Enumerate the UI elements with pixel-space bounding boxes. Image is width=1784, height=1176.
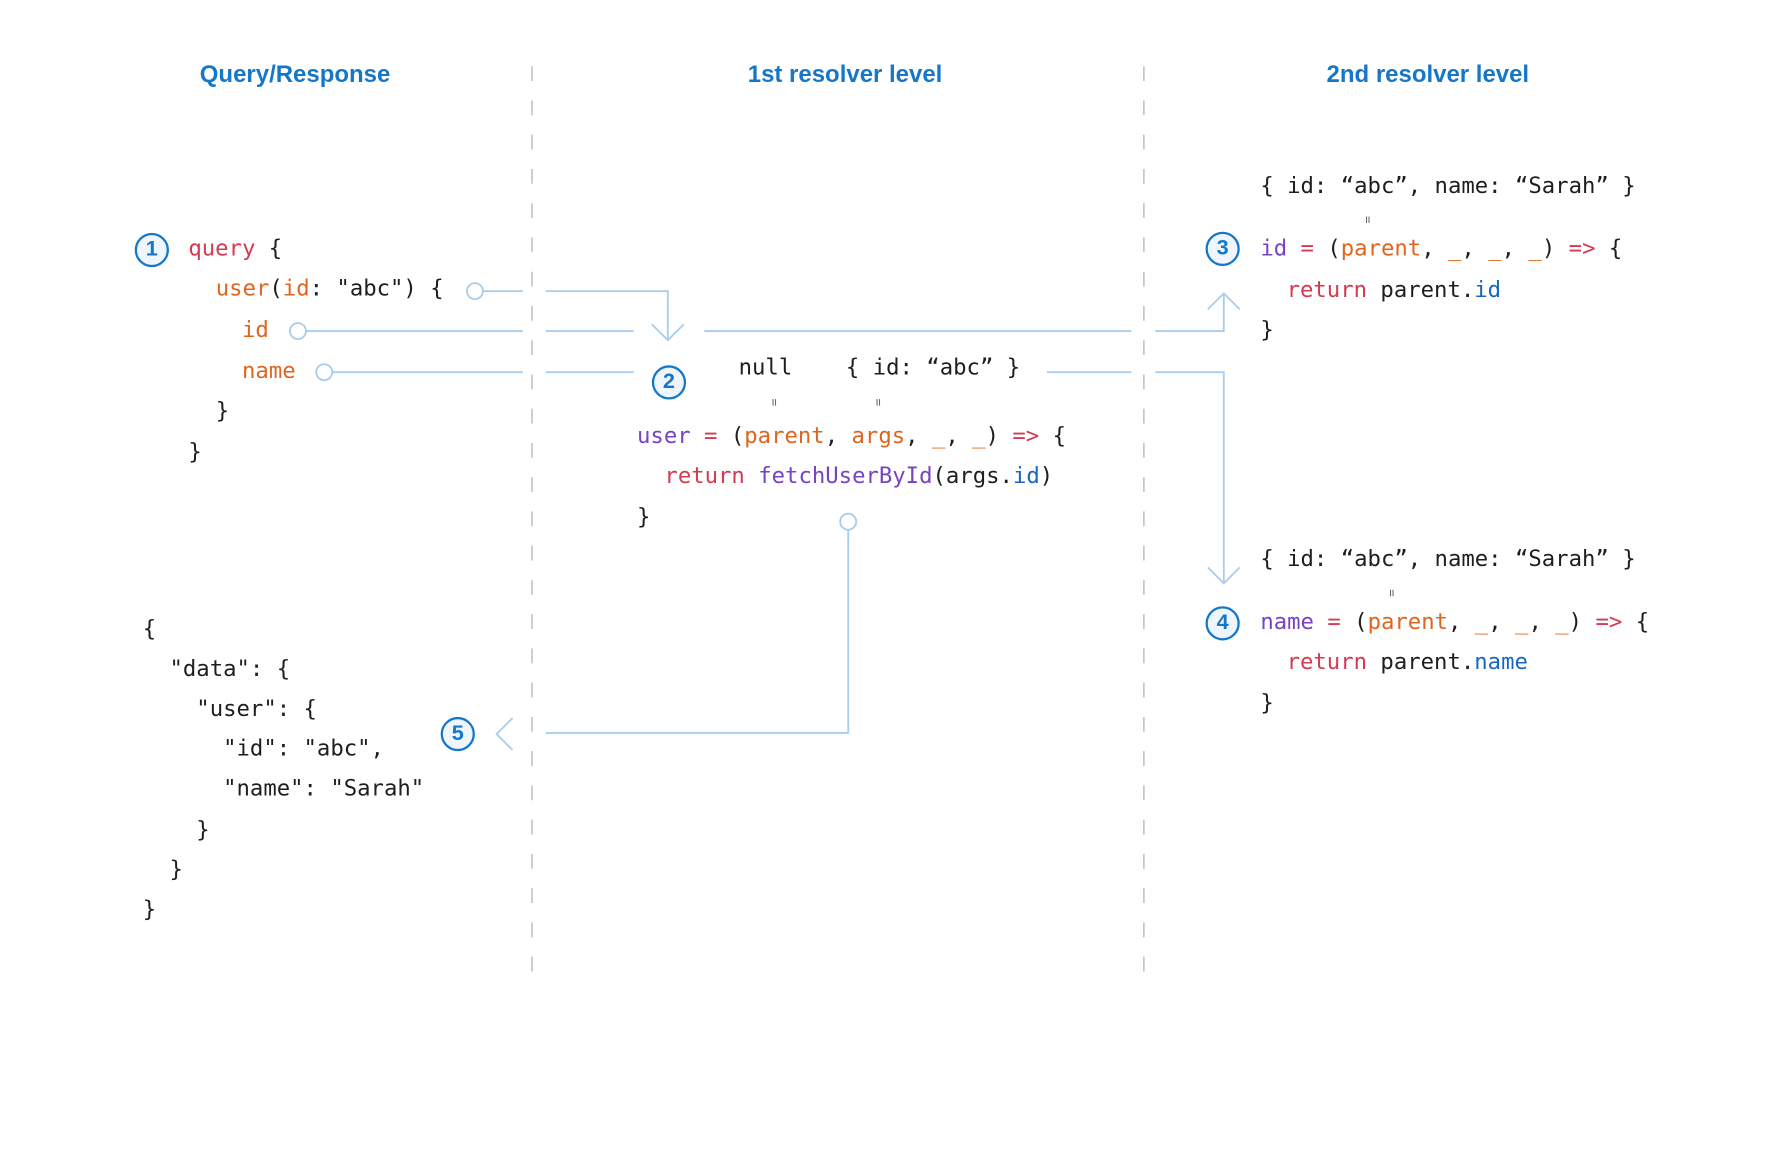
- resolver-id-var: id: [1260, 235, 1288, 262]
- response-line: "id": "abc",: [142, 735, 384, 762]
- response-line: }: [142, 816, 210, 843]
- resolver1-signature: user = (parent, args, _, _) => {: [637, 422, 1067, 449]
- query-user-line: user(id: "abc") {: [215, 275, 444, 302]
- resolver-id-body: return parent.id: [1286, 276, 1502, 303]
- query-arg-name: id: [282, 275, 310, 302]
- resolver-name-close: }: [1260, 689, 1274, 716]
- query-close-outer: }: [188, 438, 202, 465]
- resolver1-parent-value: null: [738, 353, 793, 381]
- resolver-id-param-parent: parent: [1340, 235, 1422, 262]
- arrow-head: [1207, 566, 1241, 585]
- column-heading-query-response: Query/Response: [199, 61, 391, 88]
- step-badge-2: 2: [651, 365, 687, 400]
- equals-sign: =: [870, 398, 886, 407]
- resolver1-function: fetchUserById: [758, 462, 933, 489]
- resolver1-param-args: args: [851, 422, 906, 449]
- resolver-name-var: name: [1260, 608, 1314, 635]
- column-heading-second-resolver: 2nd resolver level: [1326, 61, 1530, 88]
- connector-node: [839, 512, 858, 531]
- query-line: query {: [188, 235, 283, 262]
- resolver1-arg-obj: args: [945, 462, 1000, 489]
- query-name-field: name: [242, 357, 296, 384]
- step-badge-5: 5: [440, 716, 475, 752]
- resolver1-body: return fetchUserById(args.id): [664, 462, 1054, 489]
- response-line: }: [142, 896, 157, 923]
- response-line: "data": {: [142, 655, 291, 682]
- response-line: "name": "Sarah": [142, 775, 425, 802]
- query-user-field: user: [215, 275, 270, 302]
- query-close-inner: }: [215, 397, 230, 424]
- resolver-id-prop: id: [1474, 276, 1502, 303]
- step-badge-4: 4: [1205, 606, 1240, 641]
- resolver-id-return: return: [1286, 276, 1368, 303]
- resolver-id-obj: parent: [1380, 276, 1461, 303]
- arrow-head: [495, 717, 514, 751]
- resolver1-args-value: { id: “abc” }: [845, 353, 1021, 381]
- equals-sign: =: [1360, 215, 1376, 224]
- resolver1-arg-prop: id: [1012, 462, 1040, 489]
- resolver-name-obj: parent: [1380, 648, 1461, 675]
- resolver-diagram: Query/Response 1st resolver level 2nd re…: [134, 61, 1650, 991]
- resolver-name-parent-value: { id: “abc”, name: “Sarah” }: [1260, 545, 1636, 572]
- resolver-id-close: }: [1260, 316, 1274, 343]
- response-line: "user": {: [142, 695, 317, 722]
- query-id-field: id: [242, 316, 269, 343]
- resolver1-close: }: [637, 503, 651, 530]
- resolver-name-signature: name = (parent, _, _, _) => {: [1260, 608, 1650, 635]
- step-badge-1: 1: [134, 232, 169, 268]
- resolver1-return: return: [664, 462, 745, 489]
- resolver1-param-parent: parent: [744, 422, 825, 449]
- resolver-id-signature: id = (parent, _, _, _) => {: [1260, 235, 1623, 262]
- step-badge-3: 3: [1205, 231, 1240, 266]
- resolver-name-return: return: [1286, 648, 1368, 675]
- query-keyword: query: [188, 235, 256, 262]
- equals-sign: =: [766, 398, 782, 407]
- connector-path: [545, 529, 850, 734]
- column-heading-first-resolver: 1st resolver level: [747, 61, 943, 88]
- connector-node: [466, 282, 484, 301]
- query-arg-value: "abc": [336, 275, 404, 302]
- response-line: }: [142, 856, 183, 883]
- response-line: {: [142, 615, 157, 642]
- connector-path: [545, 290, 669, 340]
- arrow-head: [1207, 292, 1241, 311]
- equals-sign: =: [1384, 589, 1400, 597]
- connector-node: [315, 363, 334, 382]
- resolver-name-prop: name: [1474, 648, 1528, 675]
- resolver-name-body: return parent.name: [1286, 648, 1528, 675]
- arrow-head: [651, 323, 685, 342]
- connector-node: [289, 322, 307, 340]
- connector-lines: [289, 66, 1241, 991]
- resolver-name-param-parent: parent: [1367, 608, 1449, 635]
- resolver-id-parent-value: { id: “abc”, name: “Sarah” }: [1260, 172, 1636, 199]
- resolver1-var: user: [637, 422, 691, 449]
